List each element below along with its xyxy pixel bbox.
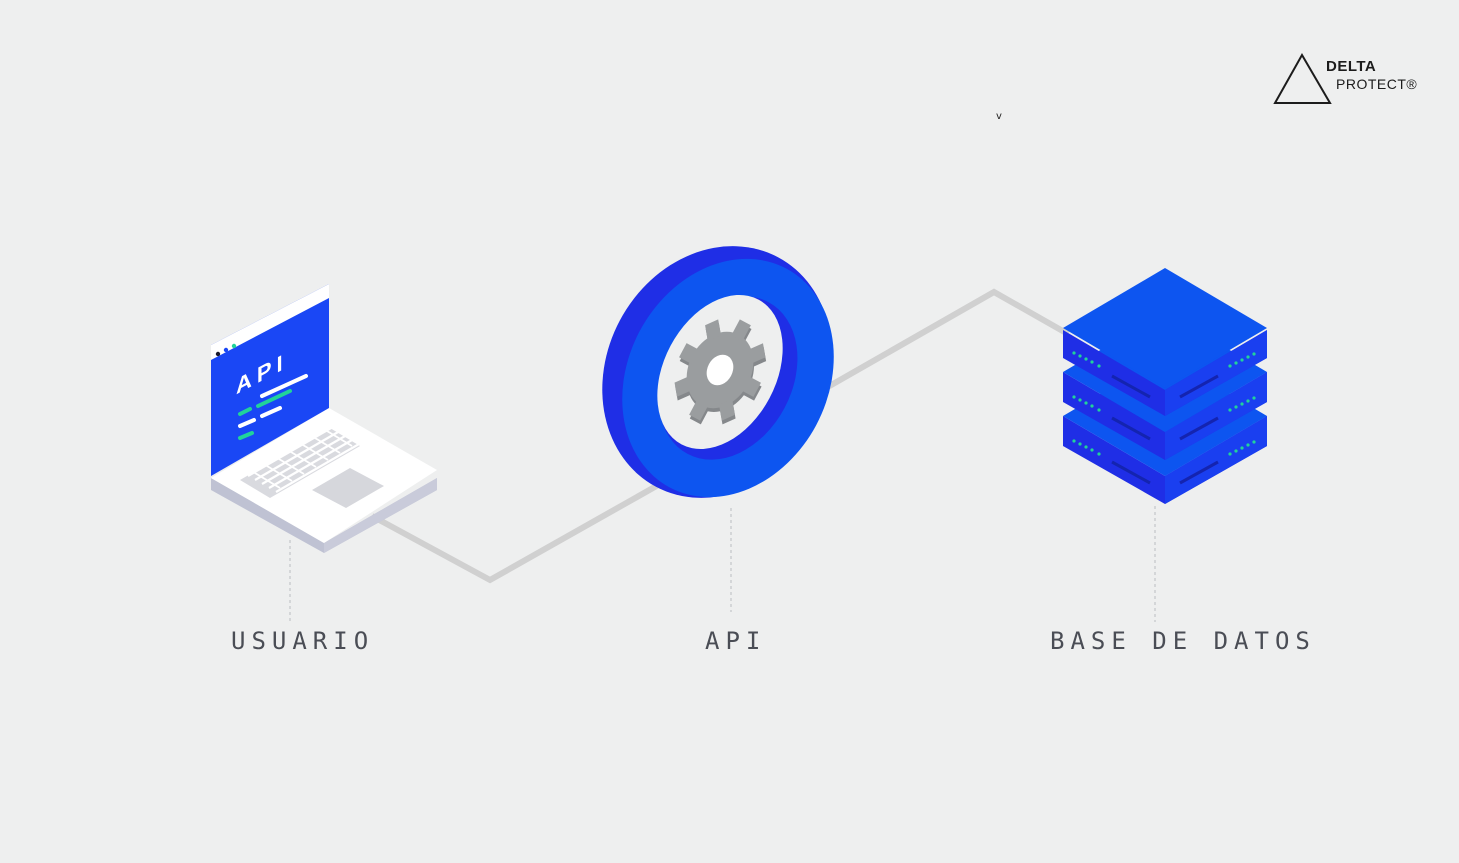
window-dot-min (223, 347, 229, 353)
brand-line1: DELTA (1326, 58, 1377, 75)
server-unit-1 (1063, 268, 1267, 416)
triangle-logo-icon (1273, 52, 1332, 104)
connector-usuario-api (370, 481, 662, 584)
gear-ring-icon (602, 246, 834, 498)
node-label-base-de-datos: BASE DE DATOS (1050, 627, 1316, 655)
stray-mark: v (996, 111, 1002, 122)
window-dot-max (231, 343, 237, 349)
node-label-api: API (705, 627, 767, 655)
brand-line2: PROTECT® (1336, 76, 1418, 92)
node-label-usuario: USUARIO (231, 627, 375, 655)
server-status-leds (1072, 351, 1256, 456)
gear-icon (674, 319, 767, 425)
connector-api-db (810, 288, 1070, 399)
server-stack-icon (1063, 268, 1267, 504)
laptop-icon: API (211, 284, 437, 553)
window-dot-close (215, 351, 221, 357)
delta-protect-logo: DELTA PROTECT® (1272, 52, 1422, 108)
